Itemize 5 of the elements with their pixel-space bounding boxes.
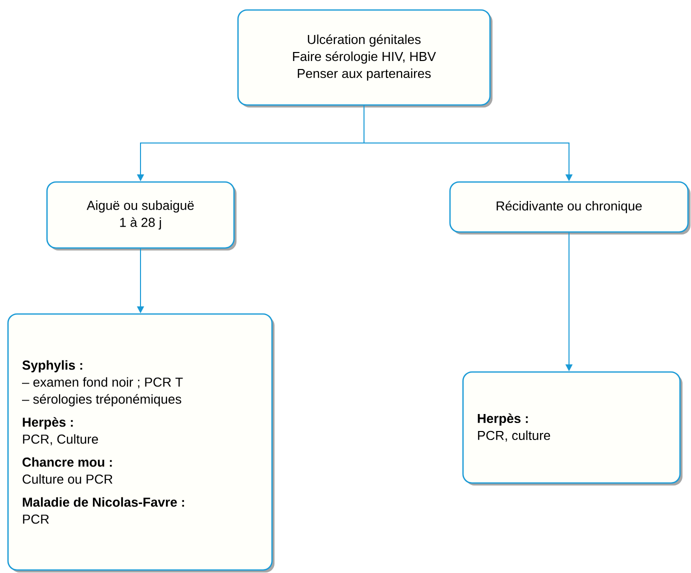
test-list-box: Herpès : PCR, culture — [462, 371, 682, 486]
start-box: Ulcération génitales Faire sérologie HIV, HBV Penser aux partenaires — [237, 9, 492, 108]
test-list-box: Syphylis : – examen fond noir ; PCR T – sérologies tréponémiques Herpès : PCR, Culture Chancre mou : Culture ou PCR Maladie de Nicolas-Favre : PCR — [7, 313, 274, 572]
category-box: Aiguë ou subaiguë 1 à 28 j — [46, 181, 236, 250]
category-box: Récidivante ou chronique — [449, 181, 690, 234]
